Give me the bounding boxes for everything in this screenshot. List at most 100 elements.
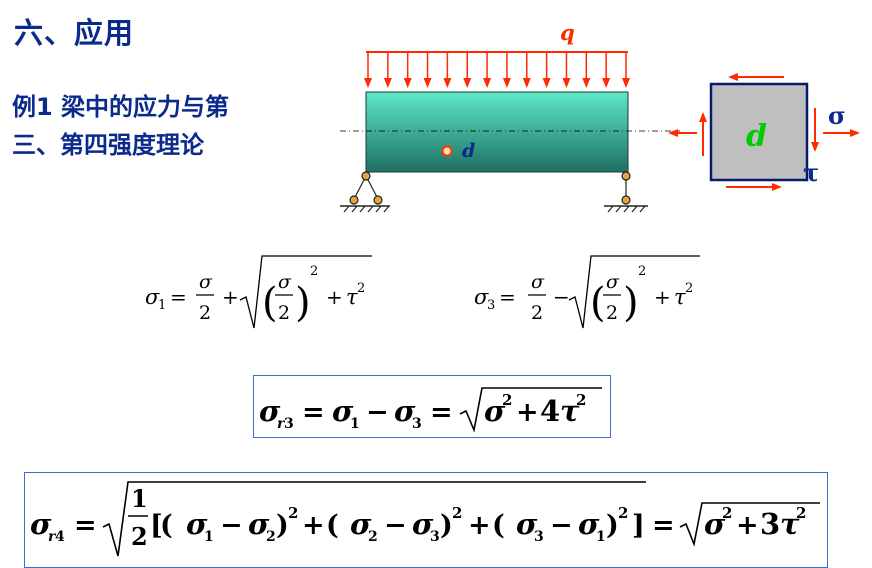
load-arrow-head: [602, 78, 611, 88]
load-arrow-head: [403, 78, 412, 88]
svg-text:τ: τ: [560, 394, 580, 428]
svg-text:=: =: [74, 510, 97, 541]
svg-text:=: =: [652, 510, 675, 541]
svg-text:σ: σ: [474, 285, 489, 309]
svg-text:+: +: [468, 510, 491, 541]
svg-text:+: +: [736, 510, 759, 541]
svg-text:2: 2: [618, 504, 628, 522]
svg-text:2: 2: [278, 302, 290, 324]
svg-text:): ): [440, 510, 453, 541]
beam-body: [365, 91, 629, 173]
load-arrow-head: [622, 78, 630, 88]
svg-text:σ: σ: [332, 394, 354, 428]
svg-text:2: 2: [576, 391, 586, 409]
svg-text:): ): [623, 280, 639, 326]
svg-text:σ: σ: [145, 285, 160, 309]
svg-text:[: [: [150, 510, 163, 541]
svg-text:2: 2: [502, 391, 512, 409]
svg-text:τ: τ: [780, 507, 800, 541]
svg-text:2: 2: [531, 302, 543, 324]
load-arrow-head: [522, 78, 531, 88]
left-pin-support: [340, 171, 390, 213]
svg-text:(: (: [326, 510, 339, 541]
svg-text:1: 1: [204, 529, 214, 545]
svg-text:−: −: [553, 285, 570, 309]
svg-text:+: +: [222, 285, 239, 309]
svg-text:): ): [606, 510, 619, 541]
svg-text:2: 2: [368, 529, 378, 545]
svg-text:σ: σ: [394, 394, 416, 428]
svg-text:−: −: [384, 510, 407, 541]
svg-text:+: +: [326, 285, 343, 309]
load-arrow-head: [364, 78, 372, 88]
svg-text:]: ]: [632, 510, 645, 541]
svg-text:σ: σ: [259, 394, 281, 428]
svg-text:): ): [276, 510, 289, 541]
svg-text:4: 4: [55, 529, 65, 545]
svg-text:3: 3: [487, 298, 495, 313]
svg-text:1: 1: [131, 484, 148, 513]
svg-text:2: 2: [452, 504, 462, 522]
svg-text:(: (: [492, 510, 505, 541]
formula-sigma-r3-box: [253, 375, 611, 438]
svg-text:2: 2: [310, 264, 318, 279]
svg-text:+: +: [654, 285, 671, 309]
svg-text:1: 1: [596, 529, 606, 545]
svg-text:2: 2: [796, 504, 806, 522]
svg-text:σ: σ: [484, 394, 506, 428]
point-d-label: d: [462, 140, 475, 162]
svg-text:=: =: [170, 285, 187, 309]
svg-text:2: 2: [685, 281, 693, 296]
load-label: q: [560, 20, 575, 45]
svg-text:+: +: [302, 510, 325, 541]
svg-text:r: r: [48, 529, 57, 545]
example-caption-line1: 例1 梁中的应力与第: [12, 93, 230, 121]
svg-text:2: 2: [722, 504, 732, 522]
svg-text:−: −: [366, 397, 389, 428]
svg-text:3: 3: [760, 507, 780, 541]
load-arrow-head: [542, 78, 551, 88]
element-d-label: d: [746, 119, 767, 154]
svg-text:σ: σ: [516, 507, 538, 541]
svg-text:=: =: [430, 397, 453, 428]
right-roller-support: [604, 171, 648, 213]
svg-text:−: −: [550, 510, 573, 541]
svg-text:σ: σ: [531, 271, 545, 293]
svg-text:σ: σ: [199, 271, 213, 293]
svg-text:=: =: [499, 285, 516, 309]
formula-sigma1: σ 1 = σ 2 + ( σ 2 ) 2 + τ 2: [145, 255, 372, 329]
sigma-label: σ: [828, 101, 846, 130]
point-d-marker: [441, 145, 453, 157]
example-caption-line2: 三、第四强度理论: [12, 131, 204, 159]
svg-text:τ: τ: [346, 285, 358, 309]
svg-text:3: 3: [284, 416, 294, 432]
section-title: 六、应用: [14, 16, 135, 50]
svg-text:σ: σ: [30, 507, 52, 541]
load-arrow-head: [423, 78, 432, 88]
svg-text:(: (: [160, 510, 173, 541]
svg-text:σ: σ: [248, 507, 270, 541]
svg-text:3: 3: [534, 529, 544, 545]
svg-text:2: 2: [288, 504, 298, 522]
stress-element: d σ τ: [668, 73, 860, 191]
load-arrow-head: [582, 78, 591, 88]
svg-text:): ): [295, 280, 311, 326]
svg-text:4: 4: [540, 394, 560, 428]
svg-text:1: 1: [158, 298, 166, 313]
svg-text:2: 2: [131, 522, 148, 551]
svg-text:=: =: [302, 397, 325, 428]
svg-text:1: 1: [350, 416, 360, 432]
svg-text:r: r: [277, 416, 286, 432]
svg-text:2: 2: [606, 302, 618, 324]
svg-text:2: 2: [199, 302, 211, 324]
distributed-load: q: [364, 20, 630, 88]
svg-text:σ: σ: [186, 507, 208, 541]
svg-text:σ: σ: [350, 507, 372, 541]
svg-text:2: 2: [357, 281, 365, 296]
svg-text:3: 3: [412, 416, 422, 432]
load-arrow-head: [502, 78, 511, 88]
formula-sigma3: σ 3 = σ 2 − ( σ 2 ) 2 + τ 2: [474, 255, 700, 329]
